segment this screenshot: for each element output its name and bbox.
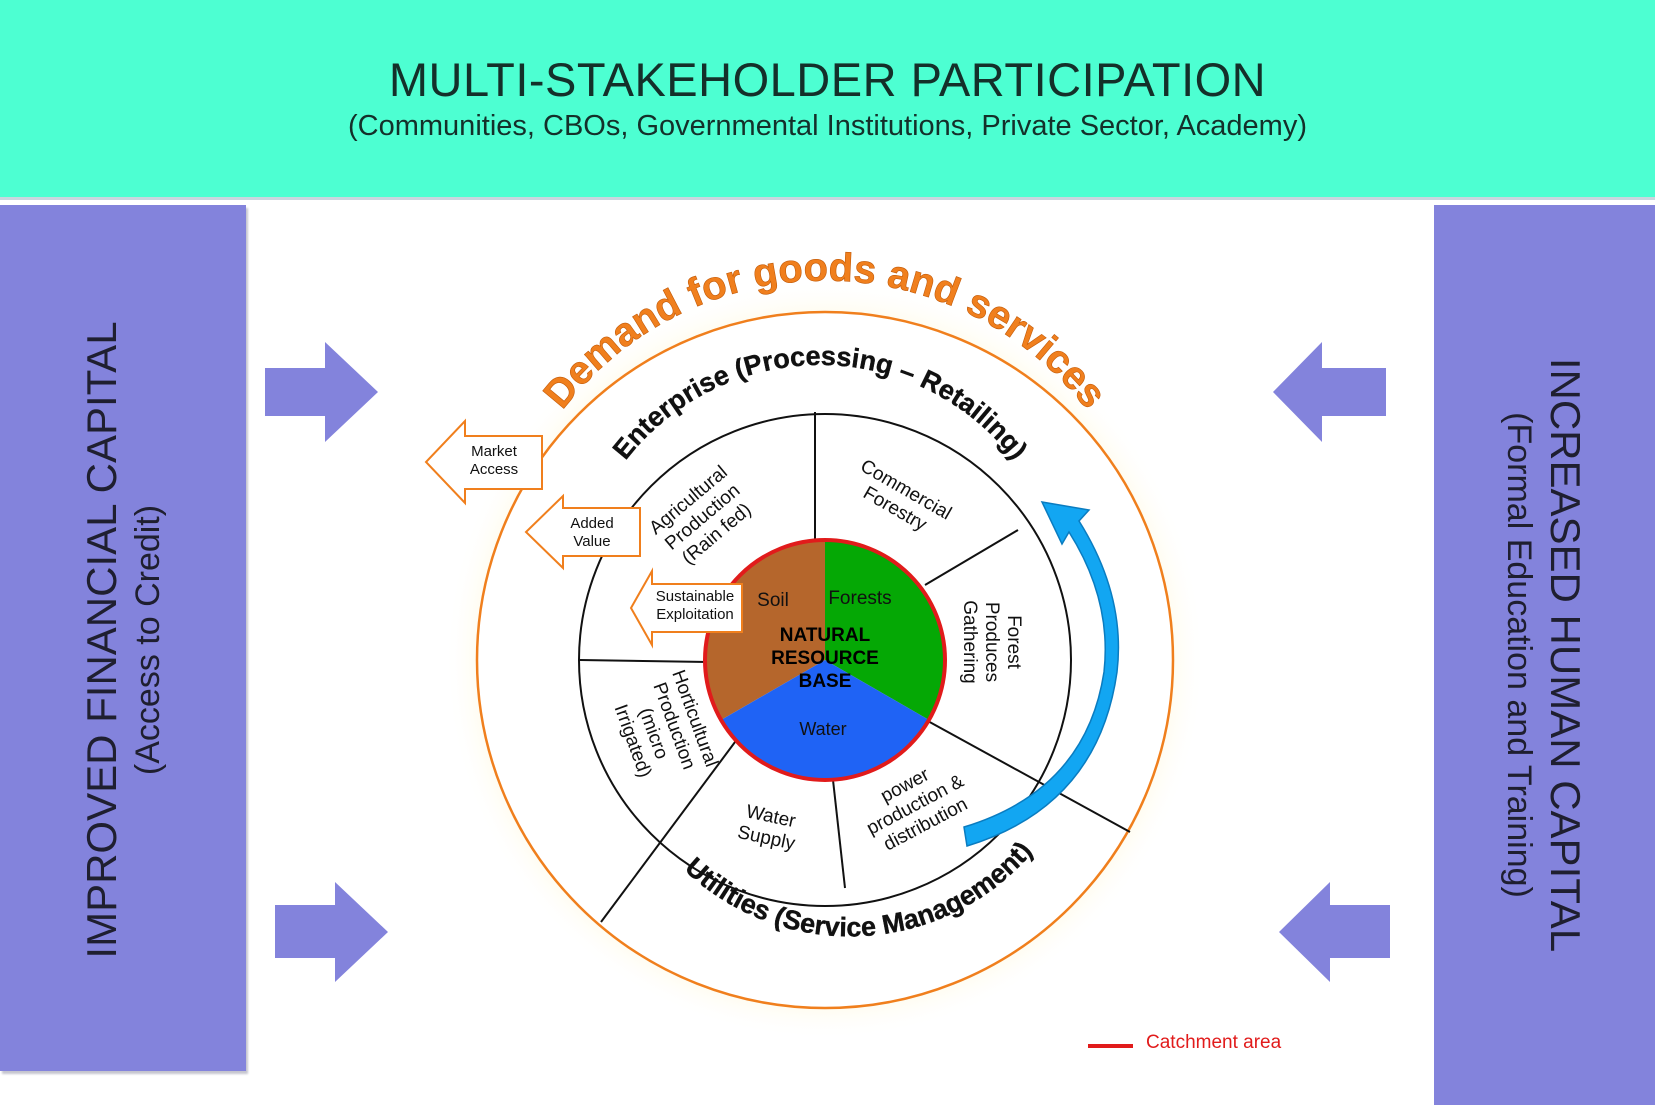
- forest-produces-line-3: Gathering: [959, 600, 980, 683]
- added-value-callout: Added Value: [524, 493, 641, 571]
- market-access-line-1: Market: [471, 443, 518, 460]
- right-arrow-upper-left: [265, 342, 378, 442]
- banner-subtitle: (Communities, CBOs, Governmental Institu…: [348, 110, 1307, 142]
- sustainable-exploitation-shape: [629, 567, 743, 649]
- forests-sector: [825, 539, 946, 720]
- forest-produces-line-2: Produces: [981, 602, 1002, 682]
- banner-title: MULTI-STAKEHOLDER PARTICIPATION: [388, 53, 1267, 106]
- sustainable-exploitation-line-2: Exploitation: [656, 606, 734, 623]
- added-value-line-1: Added: [570, 515, 613, 532]
- core-center-line-2: RESOURCE: [771, 648, 879, 669]
- market-access-line-2: Access: [470, 461, 518, 478]
- water-label: Water: [799, 719, 846, 739]
- market-access-shape: [424, 418, 543, 506]
- financial-capital-panel: [0, 205, 246, 1071]
- sustainable-exploitation-line-1: Sustainable: [656, 588, 734, 605]
- core-center-line-3: BASE: [799, 671, 852, 692]
- added-value-shape: [524, 493, 641, 571]
- water-sector: [721, 660, 929, 781]
- forest-produces-line-1: Forest: [1003, 615, 1024, 670]
- human-capital-panel: [1434, 205, 1655, 1105]
- top-banner: MULTI-STAKEHOLDER PARTICIPATION (Communi…: [0, 0, 1655, 200]
- sector-dividers: [579, 412, 1131, 923]
- market-access-callout: Market Access: [424, 418, 543, 506]
- core-center-line-1: NATURAL: [780, 625, 871, 646]
- left-arrow-lower-right: [1279, 882, 1390, 982]
- right-arrow-lower-left: [275, 882, 388, 982]
- soil-label: Soil: [757, 590, 789, 611]
- sustainable-exploitation-callout: Sustainable Exploitation: [629, 567, 743, 649]
- core-center-label: NATURAL RESOURCE BASE: [771, 625, 879, 692]
- catchment-legend-label: Catchment area: [1146, 1032, 1282, 1053]
- sector-forest-produces: Forest Produces Gathering: [959, 600, 1024, 683]
- left-arrow-upper-right: [1273, 342, 1386, 442]
- catchment-boundary: [703, 538, 947, 782]
- forests-label: Forests: [828, 588, 891, 609]
- cycle-arrow: [963, 501, 1120, 847]
- added-value-line-2: Value: [573, 533, 610, 550]
